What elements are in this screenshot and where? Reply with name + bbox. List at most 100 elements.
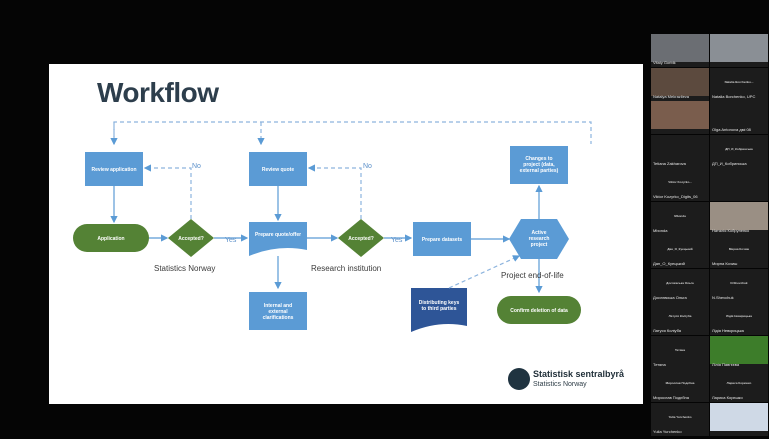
participant-name: N.Shevchuk — [712, 294, 734, 300]
node-application — [73, 224, 149, 252]
edge-no-1: No — [192, 163, 201, 170]
participant-tile[interactable] — [710, 168, 768, 201]
participant-name: Yulia Yurchenko — [653, 428, 682, 434]
node-accepted-2-label: Accepted? — [348, 236, 374, 242]
participant-display-name: Mbonda — [674, 213, 686, 218]
participant-name: Natalya Mekrazlieva — [653, 93, 690, 99]
ssb-logo-name: Statistisk sentralbyrå — [533, 369, 625, 379]
participant-tile[interactable] — [710, 34, 768, 67]
lane-project-end-of-life: Project end-of-life — [501, 271, 564, 280]
node-review-quote — [249, 152, 307, 186]
participant-tile[interactable]: Tetiana Zakharova — [651, 134, 709, 168]
node-accepted-1 — [168, 219, 214, 257]
participant-video — [651, 67, 709, 96]
participant-video — [710, 335, 768, 364]
participant-video — [651, 34, 709, 62]
node-distributing-keys — [411, 288, 467, 332]
participant-name: Лідія Невкрицька — [712, 328, 744, 333]
participant-tile[interactable]: Viktor Kozyrko... Viktor Kozyrko_Digits_0… — [651, 168, 709, 201]
participant-tile[interactable]: Olga Antonova дмі 08 — [710, 101, 768, 134]
loop-connector — [113, 121, 592, 144]
participant-display-name: Латуся Коліуба — [668, 314, 692, 318]
edge-yes-2: Yes — [391, 237, 403, 244]
lane-research-institution: Research institution — [311, 264, 381, 273]
participant-display-name: Yulia Yurchenko — [668, 414, 692, 419]
participant-video — [710, 201, 768, 230]
participant-video — [710, 34, 768, 62]
participant-name: ДП_И_Кобринська — [712, 160, 747, 166]
ssb-logo-icon — [508, 368, 530, 390]
participant-name: Viktor Kozyrko_Digits_06 — [653, 194, 698, 199]
node-prepare-quote — [249, 222, 307, 256]
node-prepare-datasets — [413, 222, 471, 256]
node-review-application — [85, 152, 143, 186]
participant-tile[interactable]: Лілія Павгєєва — [710, 335, 768, 369]
lane-statistics-norway: Statistics Norway — [154, 264, 215, 273]
participant-name: Olga Antonova дмі 08 — [712, 127, 751, 132]
node-prepare-datasets-label: Prepare datasets — [422, 237, 463, 243]
participant-display-name: ДП_И_Кобринська — [725, 146, 753, 151]
node-changes — [510, 146, 568, 184]
participant-name: Лілія Павгєєва — [712, 361, 740, 367]
participant-name: Тетяна — [653, 361, 666, 367]
slide-title: Workflow — [97, 77, 219, 108]
participant-display-name: Лариса Корєшко — [726, 381, 752, 385]
edge-yes-1: Yes — [225, 237, 237, 244]
edge-no-2: No — [363, 163, 372, 170]
participant-tile[interactable]: Vitaly Gorbik — [651, 34, 709, 67]
participant-tile[interactable]: Наталія Кобрупенко — [710, 201, 768, 235]
participant-display-name: Natalia Borchenko... — [724, 79, 754, 84]
node-accepted-1-label: Accepted? — [178, 236, 204, 242]
participant-video — [710, 402, 768, 431]
participant-display-name: Тетяна — [674, 347, 685, 352]
participant-display-name: N.Shevchuk — [730, 280, 748, 285]
participant-display-name: Лідія Невкрицька — [726, 314, 752, 318]
participant-display-name: Viktor Kozyrko... — [668, 180, 692, 184]
node-accepted-2 — [338, 219, 384, 257]
node-internal-clarifications — [249, 292, 307, 330]
workflow-diagram: Review application Application Accepted?… — [73, 121, 592, 332]
participant-video — [651, 101, 709, 129]
shared-slide: Workflow Review application Application … — [49, 64, 643, 404]
participant-name: Mbonda — [653, 227, 668, 233]
participant-name: Дан_О_Куецький — [653, 261, 685, 266]
node-active-project — [509, 219, 569, 259]
participant-tile[interactable] — [710, 402, 768, 436]
participant-name: Natalia Borchenko, UPC — [712, 93, 756, 99]
participant-tile[interactable]: Natalia Borchenko... Natalia Borchenko, U… — [710, 67, 768, 101]
participant-name: Мирослав Подєбна — [653, 395, 689, 400]
node-review-quote-label: Review quote — [262, 167, 294, 173]
node-application-label: Application — [97, 236, 124, 242]
participant-display-name: Дан_О_Куецький — [667, 247, 693, 251]
node-confirm-deletion — [497, 296, 581, 324]
participant-name: Vitaly Gorbik — [653, 60, 676, 65]
participant-display-name: Дослєвська Ольга — [666, 280, 694, 285]
participant-name: Tetiana Zakharova — [653, 160, 686, 166]
participant-name: Латуся Коліуба — [653, 328, 682, 333]
participant-display-name: Мирна Кочиш — [728, 247, 750, 251]
node-confirm-deletion-label: Confirm deletion of data — [510, 308, 568, 314]
node-review-application-label: Review application — [91, 167, 136, 173]
node-prepare-quote-label: Prepare quote/offer — [255, 232, 301, 238]
participant-tile[interactable]: Natalya Mekrazlieva — [651, 67, 709, 101]
participant-tile[interactable] — [651, 101, 709, 134]
participant-name: Мирна Кочиш — [712, 261, 738, 266]
participant-name: Лариса Корєшко — [712, 395, 743, 400]
